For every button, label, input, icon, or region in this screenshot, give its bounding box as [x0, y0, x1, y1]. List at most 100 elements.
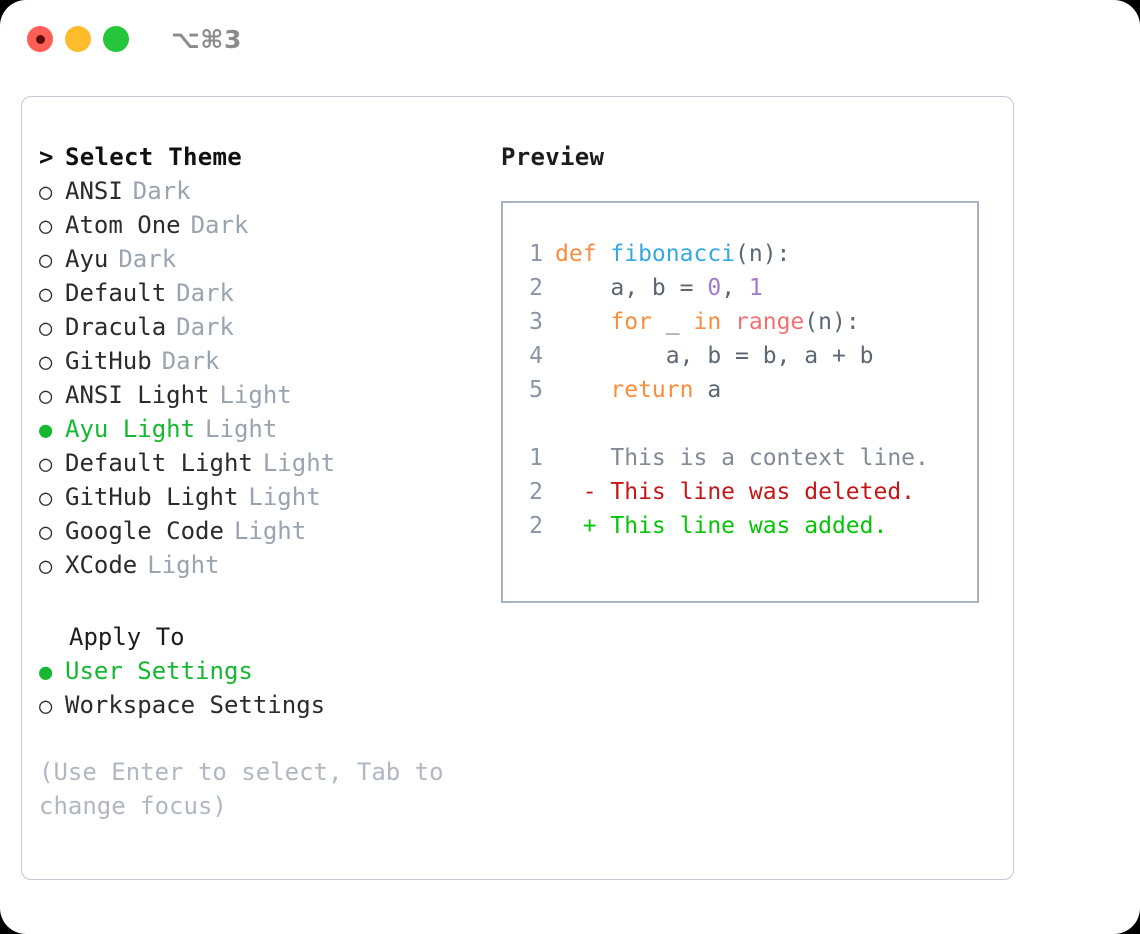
keyboard-shortcut-label: ⌥⌘3	[171, 24, 242, 54]
code-token: def	[555, 241, 611, 267]
radio-unselected-icon: ○	[39, 248, 53, 273]
radio-unselected-icon: ○	[39, 180, 53, 205]
select-theme-title: Select Theme	[65, 143, 242, 171]
radio-unselected-icon: ○	[39, 452, 53, 477]
code-line: 3 for _ in range(n):	[521, 305, 977, 339]
code-line: 4 a, b = b, a + b	[521, 339, 977, 373]
apply-to-option-workspace-settings[interactable]: ○ Workspace Settings	[39, 691, 479, 725]
code-token: _	[651, 309, 694, 335]
theme-option-label: Google Code	[65, 517, 224, 545]
radio-unselected-icon: ○	[39, 694, 53, 719]
code-line-number: 5	[529, 377, 543, 403]
theme-option-atom-one[interactable]: ○ Atom One Dark	[39, 211, 479, 245]
code-token: fibonacci	[610, 241, 736, 267]
theme-variant-badge: Light	[248, 483, 321, 511]
code-token: a, b = b, a + b	[555, 343, 874, 369]
code-token	[555, 377, 610, 403]
theme-option-default-light[interactable]: ○ Default Light Light	[39, 449, 479, 483]
diff-line-text: This is a context line.	[555, 445, 929, 471]
theme-option-default[interactable]: ○ Default Dark	[39, 279, 479, 313]
radio-unselected-icon: ○	[39, 554, 53, 579]
apply-to-options-list: ●User Settings ○ Workspace Settings	[39, 657, 479, 725]
radio-unselected-icon: ○	[39, 486, 53, 511]
code-token	[721, 309, 735, 335]
theme-variant-badge: Dark	[176, 313, 234, 341]
code-line: 2 a, b = 0, 1	[521, 271, 977, 305]
preview-title: Preview	[501, 143, 605, 171]
code-line-number: 2	[529, 275, 543, 301]
minimize-button[interactable]	[65, 26, 91, 52]
diff-line-text: + This line was added.	[555, 513, 888, 539]
code-token: 1	[748, 275, 763, 301]
theme-option-github-light[interactable]: ○ GitHub Light Light	[39, 483, 479, 517]
code-token: a	[693, 377, 722, 403]
theme-option-label: Ayu Light	[65, 415, 196, 443]
apply-to-option-label: User Settings	[65, 657, 253, 685]
theme-variant-badge: Dark	[161, 347, 220, 375]
code-blank-line	[521, 407, 977, 441]
code-line-number: 1	[529, 445, 543, 471]
code-line-number: 4	[529, 343, 543, 369]
section-spacer	[39, 585, 479, 623]
theme-option-label: Dracula	[65, 313, 167, 341]
theme-option-xcode[interactable]: ○ XCode Light	[39, 551, 479, 585]
theme-option-label: GitHub	[65, 347, 152, 375]
theme-option-label: Ayu	[65, 245, 109, 273]
theme-option-label: XCode	[65, 551, 138, 579]
code-token: a, b =	[555, 275, 708, 301]
diff-line-add: 2 + This line was added.	[521, 509, 977, 543]
theme-variant-badge: Light	[262, 449, 336, 477]
radio-unselected-icon: ○	[39, 350, 53, 375]
code-line-number: 3	[529, 309, 543, 335]
theme-variant-badge: Dark	[132, 177, 191, 205]
close-button[interactable]	[27, 26, 53, 52]
radio-unselected-icon: ○	[39, 384, 53, 409]
title-bar: ⌥⌘3	[0, 0, 1140, 78]
diff-line-text: - This line was deleted.	[555, 479, 916, 505]
apply-to-option-user-settings[interactable]: ●User Settings	[39, 657, 479, 691]
diff-line-ctx: 1 This is a context line.	[521, 441, 977, 475]
theme-option-label: GitHub Light	[65, 483, 239, 511]
theme-option-label: ANSI	[65, 177, 123, 205]
code-line-number: 1	[529, 241, 543, 267]
select-theme-header: > Select Theme	[39, 143, 479, 177]
code-token: range	[735, 309, 805, 335]
theme-option-label: Default Light	[65, 449, 253, 477]
code-line: 5 return a	[521, 373, 977, 407]
apply-to-title: Apply To	[69, 623, 185, 651]
theme-option-ansi[interactable]: ○ ANSI Dark	[39, 177, 479, 211]
window-controls	[27, 26, 129, 52]
theme-variant-badge: Light	[233, 517, 307, 545]
theme-variant-badge: Dark	[190, 211, 249, 239]
radio-selected-icon: ●	[39, 418, 53, 443]
code-line-number: 2	[529, 513, 543, 539]
maximize-button[interactable]	[103, 26, 129, 52]
theme-option-label: Atom One	[65, 211, 181, 239]
code-token: 0	[707, 275, 722, 301]
code-token: (n):	[804, 309, 860, 335]
theme-variant-badge: Dark	[176, 279, 234, 307]
radio-unselected-icon: ○	[39, 520, 53, 545]
theme-option-github[interactable]: ○ GitHub Dark	[39, 347, 479, 381]
radio-unselected-icon: ○	[39, 214, 53, 239]
code-token: for	[610, 309, 652, 335]
code-token	[555, 309, 610, 335]
apply-to-option-label: Workspace Settings	[65, 691, 326, 719]
theme-variant-badge: Light	[147, 551, 220, 579]
keyboard-hint-text: (Use Enter to select, Tab to change focu…	[39, 758, 459, 820]
theme-option-label: Default	[65, 279, 167, 307]
code-token: return	[610, 377, 694, 403]
theme-option-google-code[interactable]: ○ Google Code Light	[39, 517, 479, 551]
radio-unselected-icon: ○	[39, 282, 53, 307]
code-token: in	[693, 309, 722, 335]
theme-variant-badge: Light	[219, 381, 292, 409]
